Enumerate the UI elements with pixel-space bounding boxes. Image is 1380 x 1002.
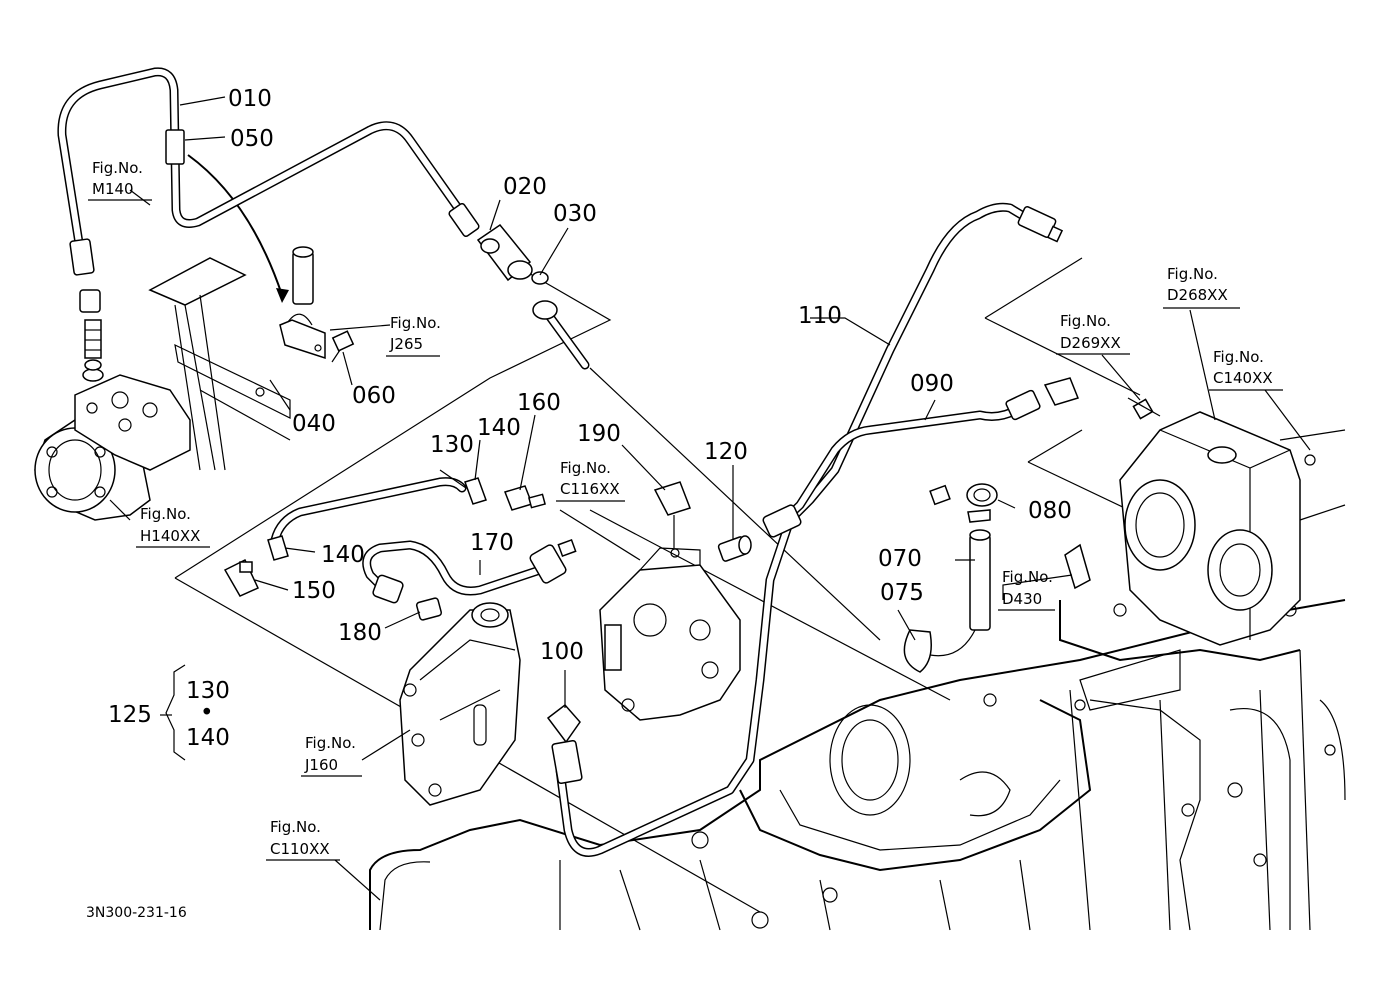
svg-text:Fig.No.: Fig.No. <box>1213 348 1264 366</box>
svg-text:Fig.No.: Fig.No. <box>140 505 191 523</box>
svg-text:M140: M140 <box>92 180 134 198</box>
pipe-010 <box>57 67 480 276</box>
leader-lines <box>109 96 1311 901</box>
callout-130-group: 130 <box>186 678 230 704</box>
figref-d430: Fig.No. D430 <box>998 568 1055 611</box>
steering-unit-h140 <box>34 289 191 521</box>
svg-text:Fig.No.: Fig.No. <box>305 734 356 752</box>
figref-c110xx: Fig.No. C110XX <box>266 818 340 861</box>
callout-140-group: 140 <box>186 725 230 751</box>
callout-070: 070 <box>878 546 922 572</box>
svg-text:C116XX: C116XX <box>560 480 620 498</box>
svg-text:C140XX: C140XX <box>1213 369 1273 387</box>
callout-140-mid: 140 <box>321 542 365 568</box>
callout-120: 120 <box>704 439 748 465</box>
valve-j160 <box>399 602 521 806</box>
pipe-090 <box>762 377 1079 538</box>
group-bracket <box>165 664 186 761</box>
svg-text:Fig.No.: Fig.No. <box>390 314 441 332</box>
callout-150: 150 <box>292 578 336 604</box>
pipe-170 <box>362 539 577 604</box>
pipe-segment-lower <box>532 300 881 641</box>
callout-040: 040 <box>292 411 336 437</box>
parts-070-080 <box>903 483 1091 673</box>
figref-c116xx: Fig.No. C116XX <box>556 459 625 502</box>
fitting-100 <box>546 703 583 785</box>
callout-050: 050 <box>230 126 274 152</box>
callout-140-top: 140 <box>477 415 521 441</box>
fitting-160 <box>504 485 546 511</box>
fitting-180 <box>415 597 443 621</box>
callout-075: 075 <box>880 580 924 606</box>
svg-text:Fig.No.: Fig.No. <box>1002 568 1053 586</box>
svg-text:Fig.No.: Fig.No. <box>560 459 611 477</box>
callout-190: 190 <box>577 421 621 447</box>
figref-d268xx: Fig.No. D268XX <box>1163 265 1240 309</box>
callout-labels: 010 050 020 030 040 060 110 090 120 080 … <box>108 86 1072 751</box>
valve-c116 <box>599 481 741 721</box>
figref-h140xx: Fig.No. H140XX <box>136 505 210 548</box>
svg-text:J160: J160 <box>304 756 338 774</box>
svg-text:D269XX: D269XX <box>1060 334 1121 352</box>
callout-060: 060 <box>352 383 396 409</box>
figref-m140: Fig.No. M140 <box>88 159 152 201</box>
figref-j160: Fig.No. J160 <box>301 734 362 777</box>
callout-010: 010 <box>228 86 272 112</box>
callout-130: 130 <box>430 432 474 458</box>
svg-text:D430: D430 <box>1002 590 1042 608</box>
svg-text:Fig.No.: Fig.No. <box>92 159 143 177</box>
pipe-110 <box>555 202 1064 857</box>
diagram-code: 3N300-231-16 <box>86 905 187 921</box>
callout-180: 180 <box>338 620 382 646</box>
bracket-m140 <box>148 257 291 471</box>
callout-080: 080 <box>1028 498 1072 524</box>
svg-text:C110XX: C110XX <box>270 840 330 858</box>
callout-020: 020 <box>503 174 547 200</box>
callout-160: 160 <box>517 390 561 416</box>
callout-125: 125 <box>108 702 152 728</box>
svg-text:Fig.No.: Fig.No. <box>270 818 321 836</box>
figure-references: Fig.No. M140 Fig.No. J265 Fig.No. H140XX… <box>88 159 1283 861</box>
fitting-120 <box>717 535 752 562</box>
figref-d269xx: Fig.No. D269XX <box>1056 312 1130 355</box>
clamp-140 <box>267 477 487 561</box>
callout-030: 030 <box>553 201 597 227</box>
transmission-housing <box>369 599 1346 931</box>
valve-housing-d268 <box>1119 397 1346 646</box>
svg-text:Fig.No.: Fig.No. <box>1167 265 1218 283</box>
callout-170: 170 <box>470 530 514 556</box>
clamp-parts <box>187 154 355 363</box>
fitting-020 <box>476 223 549 285</box>
figref-c140xx: Fig.No. C140XX <box>1209 348 1283 391</box>
group-dot: • <box>200 700 214 726</box>
pipe-130 <box>270 477 467 545</box>
callout-110: 110 <box>798 303 842 329</box>
callout-090: 090 <box>910 371 954 397</box>
callout-100: 100 <box>540 639 584 665</box>
svg-text:Fig.No.: Fig.No. <box>1060 312 1111 330</box>
svg-text:J265: J265 <box>389 335 423 353</box>
figref-j265: Fig.No. J265 <box>386 314 441 357</box>
fitting-150 <box>223 558 260 597</box>
svg-text:H140XX: H140XX <box>140 527 200 545</box>
svg-text:D268XX: D268XX <box>1167 286 1228 304</box>
